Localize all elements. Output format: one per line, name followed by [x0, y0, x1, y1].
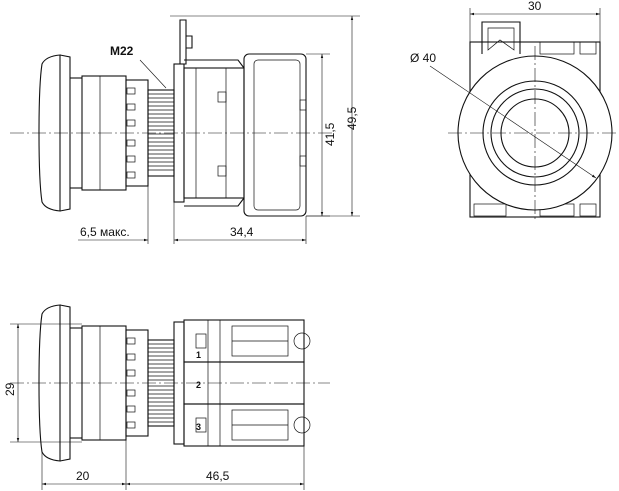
contact-stack: [183, 319, 311, 447]
mushroom-head: [38, 54, 61, 212]
dim-34-4: 34,4: [230, 225, 254, 239]
front-view: Ø 40 30: [410, 0, 619, 222]
thread-label: M22: [110, 44, 134, 58]
dim-20: 20: [76, 469, 90, 483]
rear-module: [243, 53, 307, 217]
dim-46-5: 46,5: [206, 469, 230, 483]
terminal-2: 2: [196, 380, 201, 390]
dim-6-5-max: 6,5 макс.: [80, 225, 130, 239]
dim-29: 29: [3, 382, 17, 396]
dim-diameter-40: Ø 40: [410, 51, 436, 65]
dim-30: 30: [528, 0, 542, 13]
side-view: M22 41,5 49,5 6,5 макс. 34,4: [10, 15, 360, 244]
dim-41-5: 41,5: [323, 122, 337, 146]
dim-49-5: 49,5: [345, 106, 359, 130]
terminal-1: 1: [196, 350, 201, 360]
top-view: 1 2 3 29 20 46,5: [3, 304, 330, 490]
terminal-3: 3: [196, 422, 201, 432]
